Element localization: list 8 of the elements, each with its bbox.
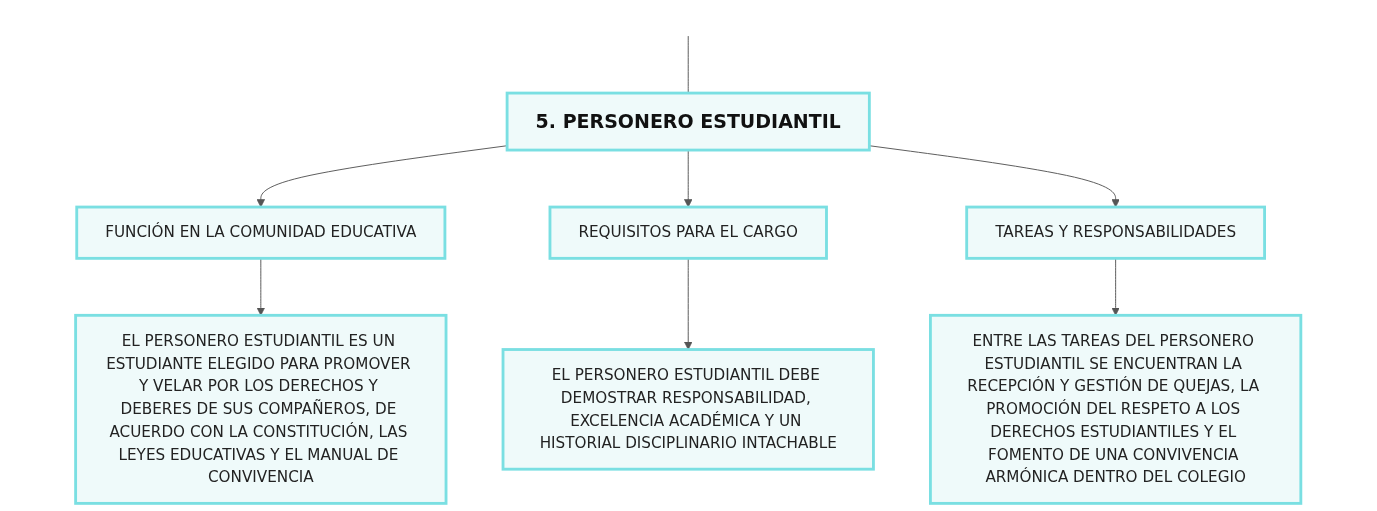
node-box: 5. PERSONERO ESTUDIANTIL (505, 91, 872, 152)
node-box: FUNCIÓN EN LA COMUNIDAD EDUCATIVA (75, 205, 447, 260)
node-box: REQUISITOS PARA EL CARGO (548, 205, 829, 260)
node-box: ENTRE LAS TAREAS DEL PERSONERO ESTUDIANTIL SE ENCUENTRAN LA RECEPCIÓN Y GESTIÓN DE QUEJAS, LA PROMOCIÓN DEL RESPETO A LOS DERECHOS ESTUDIANTILES Y EL FOMENTO DE UNA CONVIVENCIA ARMÓNICA DENTRO DEL COLEGIO (929, 313, 1303, 505)
node-box: EL PERSONERO ESTUDIANTIL DEBE DEMOSTRAR RESPONSABILIDAD, EXCELENCIA ACADÉMICA Y UN HISTORIAL DISCIPLINARIO INTACHABLE (501, 348, 876, 471)
node-box: EL PERSONERO ESTUDIANTIL ES UN ESTUDIANTE ELEGIDO PARA PROMOVER Y VELAR POR LOS DERECHOS Y DEBERES DE SUS COMPAÑEROS, DE ACUERDO CON LA CONSTITUCIÓN, LAS LEYES EDUCATIVAS Y EL MANUAL DE CONVIVENCIA (74, 313, 448, 505)
connector (688, 35, 689, 94)
node-box: TAREAS Y RESPONSABILIDADES (965, 205, 1267, 260)
